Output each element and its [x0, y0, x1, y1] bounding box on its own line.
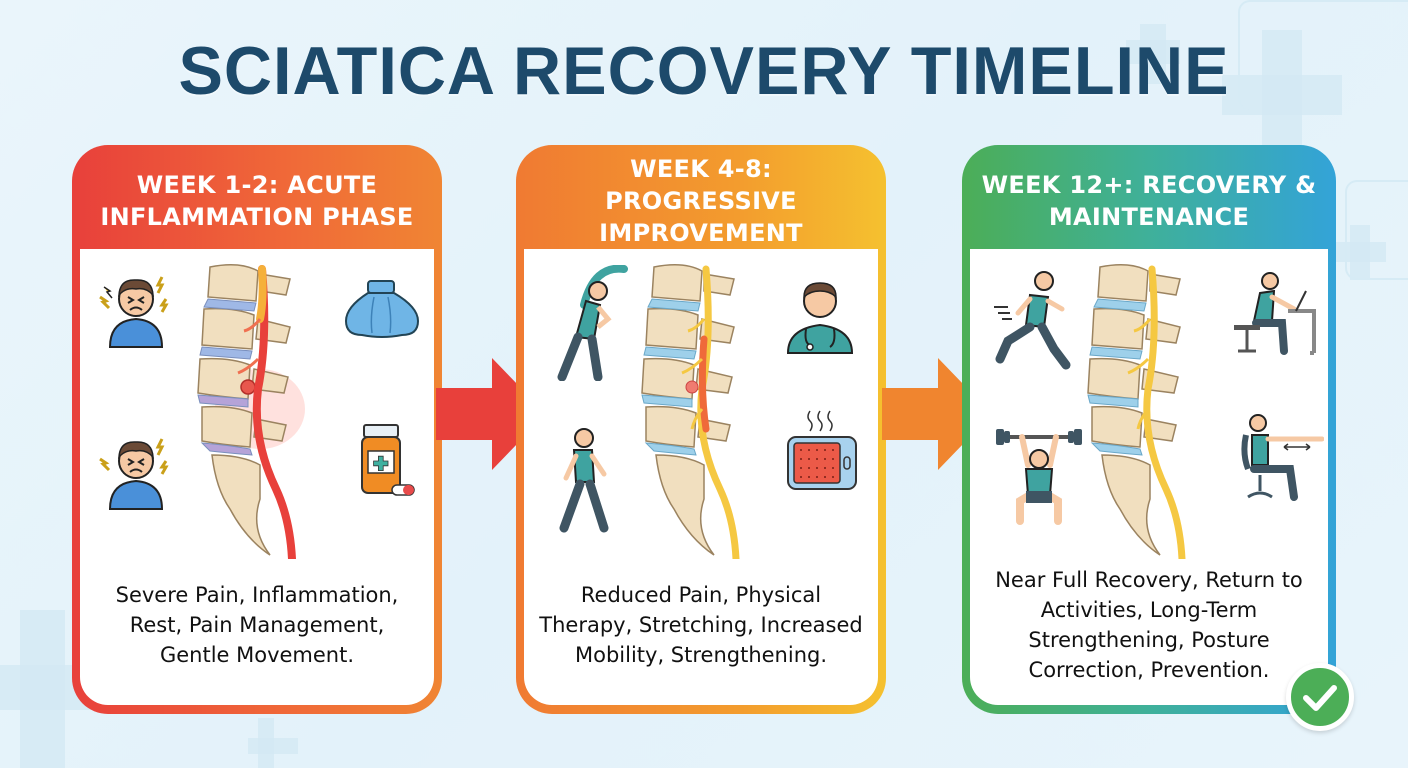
chair-exercise-icon	[1241, 414, 1324, 501]
bg-cross-decoration	[248, 738, 298, 754]
page-title: SCIATICA RECOVERY TIMELINE	[178, 33, 1230, 109]
phase-card-acute: WEEK 1-2: ACUTE INFLAMMATION PHASE	[72, 145, 442, 714]
ice-pack-icon	[344, 280, 420, 338]
phase-description: Severe Pain, Inflammation, Rest, Pain Ma…	[115, 583, 399, 667]
heating-pad-icon	[787, 410, 857, 490]
desk-posture-icon	[1234, 272, 1316, 355]
bg-circuit-line	[1345, 180, 1408, 280]
phase-body: Severe Pain, Inflammation, Rest, Pain Ma…	[80, 249, 434, 705]
phase-illustration	[970, 249, 1328, 559]
phase-card-progressive: WEEK 4-8: PROGRESSIVE IMPROVEMENT	[516, 145, 886, 714]
check-badge	[1286, 663, 1354, 731]
walking-person-icon	[559, 428, 609, 533]
phase-heading: WEEK 1-2: ACUTE INFLAMMATION PHASE	[100, 171, 414, 231]
pain-person-icon	[99, 438, 169, 510]
spine-inflamed-icon	[197, 264, 305, 559]
phase-heading: WEEK 4-8: PROGRESSIVE IMPROVEMENT	[599, 155, 803, 247]
spine-healthy-icon	[1087, 264, 1186, 559]
phase-description: Near Full Recovery, Return to Activities…	[995, 568, 1303, 682]
pain-person-icon	[99, 276, 169, 348]
bg-cross-decoration	[1222, 75, 1342, 115]
phase-body: Near Full Recovery, Return to Activities…	[970, 249, 1328, 705]
phase-heading: WEEK 12+: RECOVERY & MAINTENANCE	[981, 171, 1317, 231]
phase-illustration	[524, 249, 878, 559]
medication-bottle-icon	[361, 424, 415, 496]
running-person-icon	[994, 271, 1071, 370]
weightlifting-person-icon	[996, 429, 1082, 525]
check-icon	[1303, 685, 1337, 711]
doctor-icon	[786, 282, 854, 354]
stretching-person-icon	[557, 265, 628, 381]
phase-illustration	[80, 249, 434, 559]
phase-body: Reduced Pain, Physical Therapy, Stretchi…	[524, 249, 878, 705]
bg-cross-decoration	[1126, 40, 1180, 64]
phase-card-recovery: WEEK 12+: RECOVERY & MAINTENANCE	[962, 145, 1336, 714]
bg-circuit-line	[1238, 0, 1408, 110]
spine-improving-icon	[641, 264, 740, 559]
phase-description: Reduced Pain, Physical Therapy, Stretchi…	[539, 583, 863, 667]
bg-cross-decoration	[1336, 242, 1386, 262]
